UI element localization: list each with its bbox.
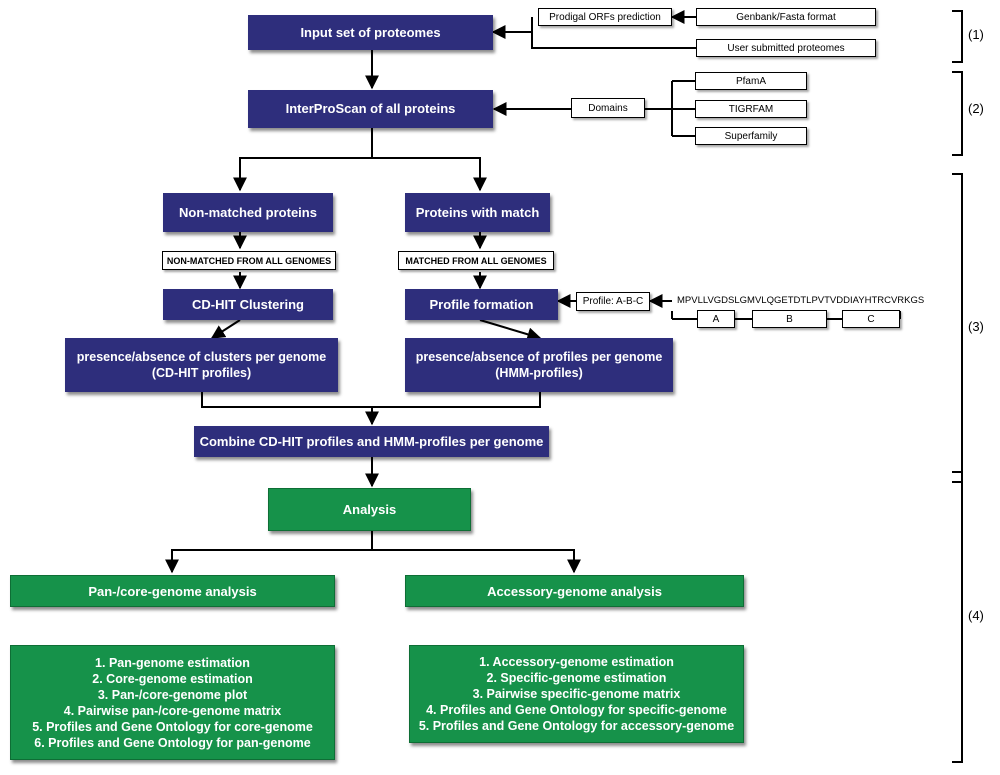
presence-profiles-line1: presence/absence of profiles per genome — [415, 350, 663, 364]
list-item: 2. Core-genome estimation — [92, 671, 253, 686]
proteins-with-match-box: Proteins with match — [405, 193, 550, 232]
protein-sequence-text: MPVLLVGDSLGMVLQGETDTLPVTVDDIAYHTRCVRKGS — [677, 295, 925, 306]
phase-bracket-2 — [952, 71, 963, 156]
accessory-analysis-box: Accessory-genome analysis — [405, 575, 744, 607]
non-matched-all-genomes-box: NON-MATCHED FROM ALL GENOMES — [162, 251, 336, 270]
pan-core-steps-list: 1. Pan-genome estimation 2. Core-genome … — [10, 645, 335, 760]
genbank-box: Genbank/Fasta format — [696, 8, 876, 26]
non-matched-proteins-box: Non-matched proteins — [163, 193, 333, 232]
line-user-to-input — [531, 32, 696, 49]
line-prodigal-to-input — [491, 17, 533, 39]
presence-profiles-box: presence/absence of profiles per genome … — [405, 338, 673, 392]
list-item: 6. Profiles and Gene Ontology for pan-ge… — [34, 735, 311, 750]
arrow-cdhit-to-presence — [210, 319, 241, 339]
phase-label-3: (3) — [968, 319, 984, 334]
pan-core-analysis-box: Pan-/core-genome analysis — [10, 575, 335, 607]
phase-bracket-1 — [952, 10, 963, 63]
phase-label-4: (4) — [968, 608, 984, 623]
list-item: 1. Pan-genome estimation — [95, 655, 250, 670]
prodigal-box: Prodigal ORFs prediction — [538, 8, 672, 26]
presence-clusters-line1: presence/absence of clusters per genome — [76, 350, 327, 364]
presence-clusters-box: presence/absence of clusters per genome … — [65, 338, 338, 392]
matched-all-genomes-box: MATCHED FROM ALL GENOMES — [398, 251, 554, 270]
phase-label-2: (2) — [968, 101, 984, 116]
domains-box: Domains — [571, 98, 645, 118]
line-interproscan-split — [233, 128, 373, 192]
line-analysis-split — [165, 531, 373, 574]
list-item: 4. Profiles and Gene Ontology for specif… — [426, 703, 727, 717]
profile-abc-box: Profile: A-B-C — [576, 292, 650, 311]
phase-bracket-3 — [952, 173, 963, 483]
list-item: 2. Specific-genome estimation — [486, 671, 667, 685]
accessory-steps-list: 1. Accessory-genome estimation 2. Specif… — [409, 645, 744, 743]
phase-bracket-4 — [952, 471, 963, 763]
pfama-box: PfamA — [695, 72, 807, 90]
phase-label-1: (1) — [968, 27, 984, 42]
arrow-profile-to-presence — [479, 319, 542, 342]
segment-b-box: B — [752, 310, 827, 328]
input-proteomes-box: Input set of proteomes — [248, 15, 493, 50]
user-submitted-box: User submitted proteomes — [696, 39, 876, 57]
list-item: 5. Profiles and Gene Ontology for access… — [418, 719, 735, 733]
list-item: 5. Profiles and Gene Ontology for core-g… — [32, 719, 313, 734]
superfamily-box: Superfamily — [695, 127, 807, 145]
line-merge-to-combine — [201, 392, 541, 408]
presence-clusters-line2: (CD-HIT profiles) — [151, 366, 252, 380]
tigrfam-box: TIGRFAM — [695, 100, 807, 118]
segment-a-box: A — [697, 310, 735, 328]
presence-profiles-line2: (HMM-profiles) — [495, 366, 583, 380]
list-item: 4. Pairwise pan-/core-genome matrix — [63, 703, 282, 718]
list-item: 1. Accessory-genome estimation — [479, 655, 674, 669]
interproscan-box: InterProScan of all proteins — [248, 90, 493, 128]
analysis-box: Analysis — [268, 488, 471, 531]
cdhit-clustering-box: CD-HIT Clustering — [163, 289, 333, 320]
combine-profiles-box: Combine CD-HIT profiles and HMM-profiles… — [194, 426, 549, 457]
profile-formation-box: Profile formation — [405, 289, 558, 320]
list-item: 3. Pan-/core-genome plot — [97, 687, 248, 702]
segment-c-box: C — [842, 310, 900, 328]
list-item: 3. Pairwise specific-genome matrix — [472, 687, 681, 701]
